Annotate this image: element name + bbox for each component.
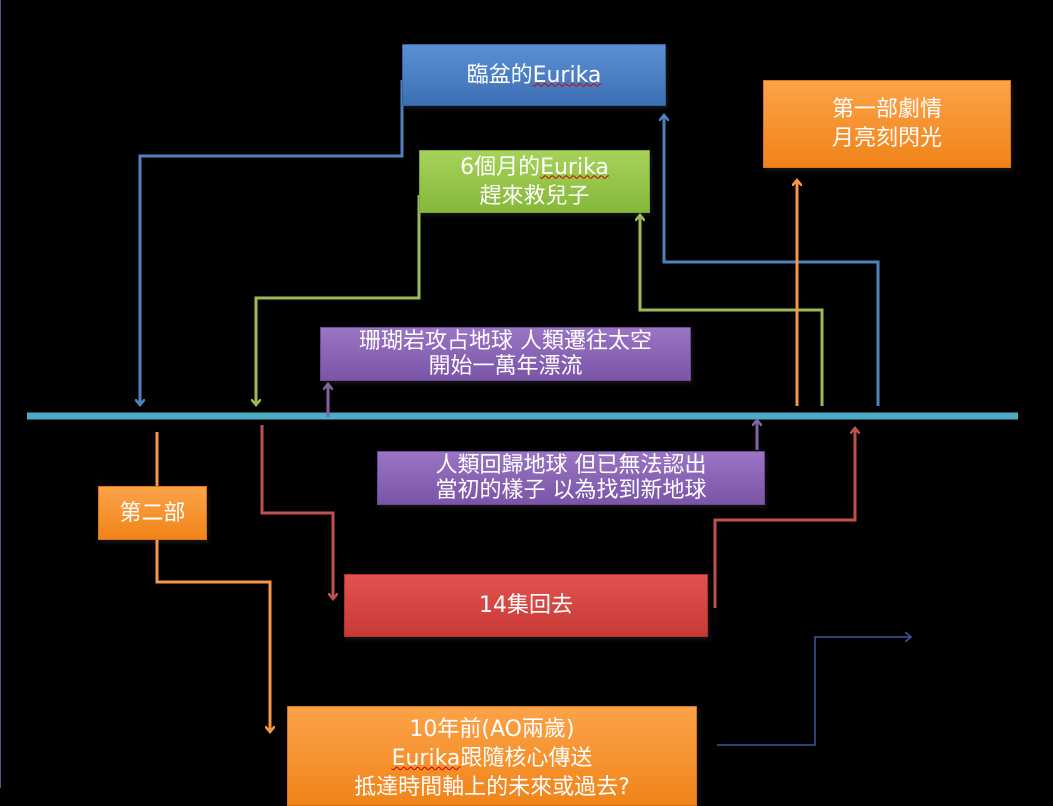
- box-part1-story: 第一部劇情 月亮刻閃光: [763, 80, 1011, 168]
- arrow-birth-to-timeline: [140, 80, 404, 404]
- box-text: Eurika: [540, 154, 609, 180]
- box-text: 第二部: [119, 500, 186, 526]
- box-six-months-eurika: 6個月的Eurika 趕來救兒子: [419, 150, 650, 213]
- box-coral-invasion: 珊瑚岩攻占地球 人類遷往太空 開始一萬年漂流: [320, 327, 691, 381]
- box-text: 臨盆的: [466, 62, 533, 88]
- box-text: 月亮刻閃光: [831, 126, 942, 151]
- arrow-six-months-to-timeline: [256, 195, 421, 404]
- box-text: 10年前(AO兩歲): [409, 717, 575, 742]
- arrow-timeline-to-six-months: [640, 216, 824, 406]
- box-text: 人類回歸地球 但已無法認出: [435, 453, 707, 478]
- box-ten-years-ago: 10年前(AO兩歲) Eurika跟隨核心傳送 抵達時間軸上的未來或過去?: [287, 706, 697, 806]
- arrow-ten-years-forward: [717, 637, 910, 746]
- box-text: Eurika: [532, 62, 602, 88]
- box-episode-14: 14集回去: [344, 574, 708, 637]
- box-text: 開始一萬年漂流: [428, 354, 583, 379]
- box-text: 6個月的: [460, 154, 541, 180]
- box-text: 當初的樣子 以為找到新地球: [435, 478, 707, 503]
- arrow-part2-to-ten-years: [155, 432, 270, 731]
- box-human-return: 人類回歸地球 但已無法認出 當初的樣子 以為找到新地球: [377, 451, 765, 505]
- box-text: 珊瑚岩攻占地球 人類遷往太空: [359, 329, 652, 354]
- arrow-ep14-to-timeline: [713, 429, 855, 608]
- arrow-timeline-to-birth: [664, 116, 880, 406]
- box-text: 第一部劇情: [831, 97, 942, 122]
- box-text: 14集回去: [479, 593, 573, 618]
- connector-lines: [27, 80, 1018, 746]
- box-text: 跟隨核心傳送: [460, 746, 593, 771]
- box-text: Eurika: [391, 746, 461, 771]
- arrow-timeline-to-ep14: [260, 425, 333, 598]
- box-part2: 第二部: [98, 486, 207, 540]
- slide-edge: [0, 0, 1, 788]
- box-birth-eurika: 臨盆的Eurika: [402, 44, 666, 106]
- box-text: 趕來救兒子: [479, 183, 590, 209]
